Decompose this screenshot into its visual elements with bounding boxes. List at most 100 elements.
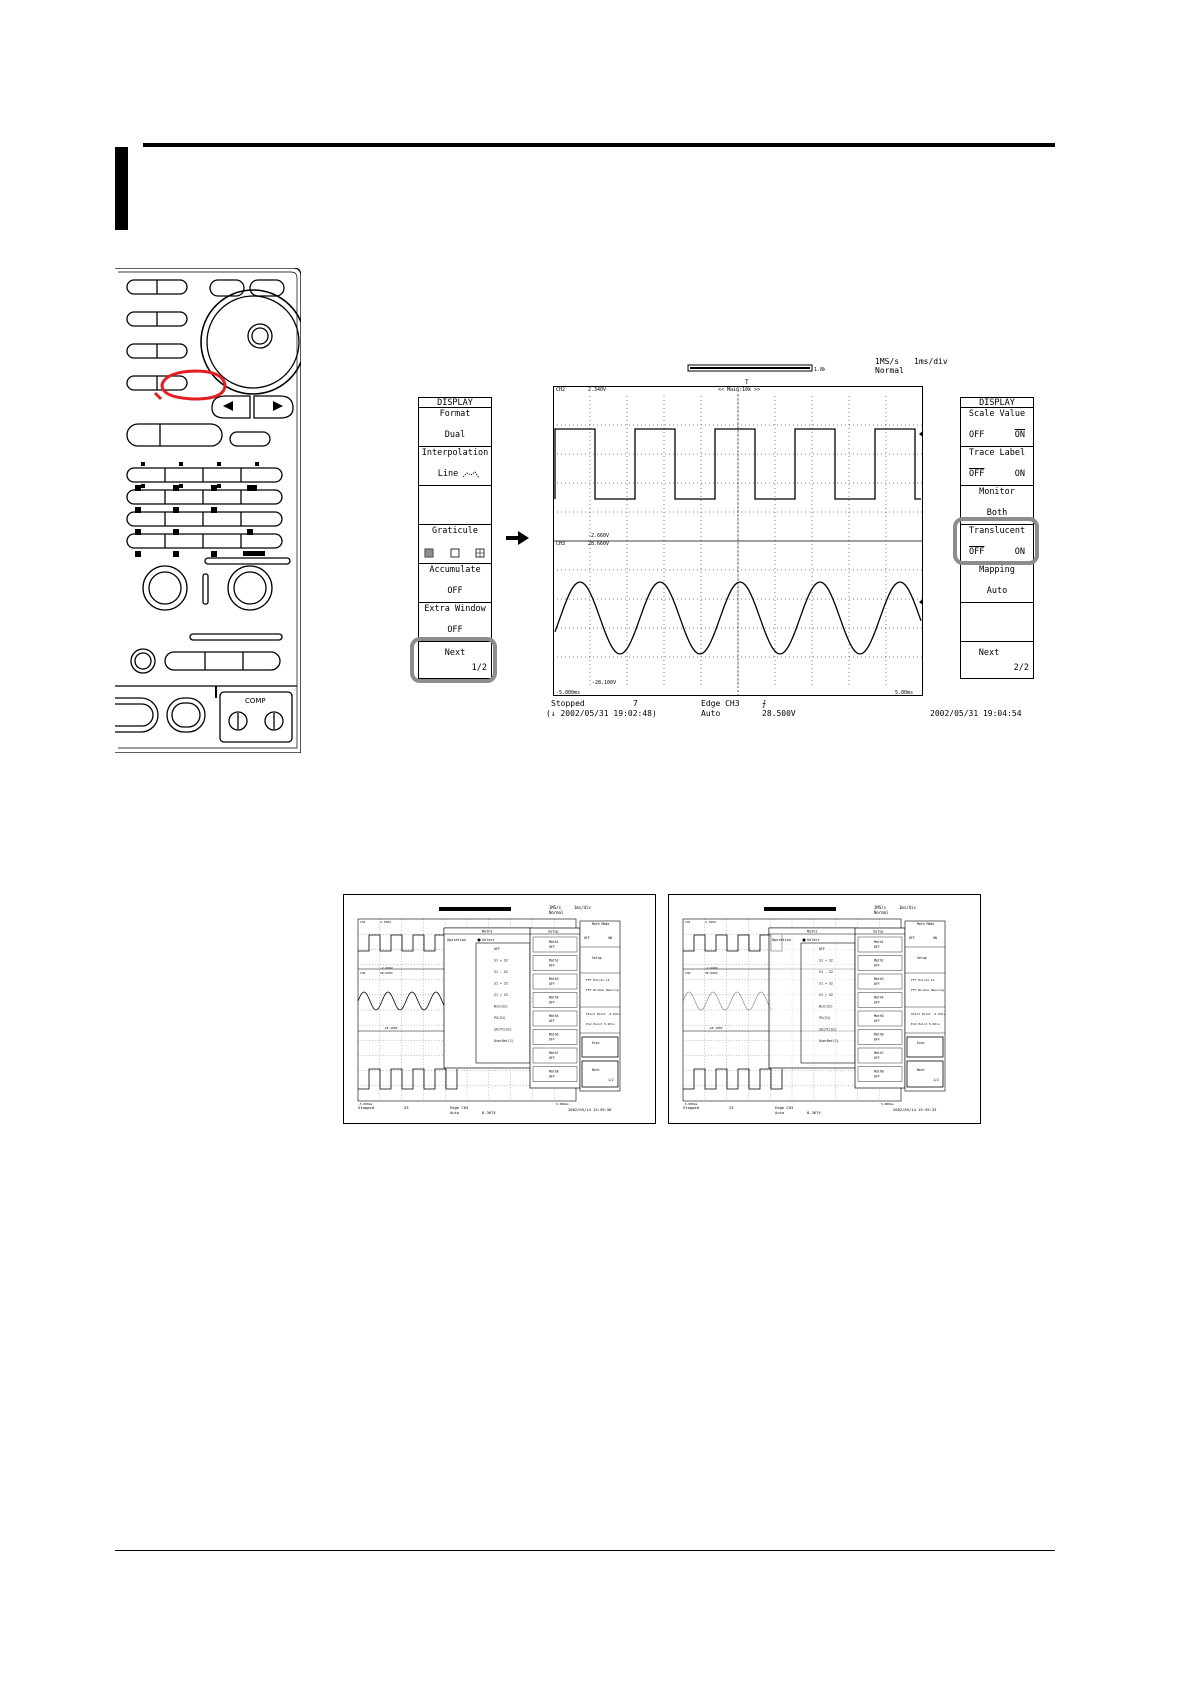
thumb-ch1-value: 2.340V [380, 920, 391, 924]
thumb-sample-rate: 1MS/s [549, 905, 562, 910]
thumb-soft-fft-points: FFT Points 1k [911, 978, 935, 982]
thumb-soft-on: ON [933, 936, 937, 940]
display-menu-page-2: DISPLAY Scale Value OFF ON Trace Label O… [960, 397, 1034, 679]
thumb-x-end: 5.000ms [556, 1102, 569, 1106]
softkey-next-1-2[interactable]: Next 1/2 [444, 648, 487, 673]
thumb-level: 8.367V [482, 1110, 496, 1115]
thumb-ch2-label: CH2 [360, 971, 366, 975]
softkey-graticule[interactable]: Graticule [419, 525, 491, 564]
ch-top-scale-low: -2.660V [588, 533, 610, 539]
thumb-operation-label: Operation [772, 938, 791, 942]
softkey-format[interactable]: Format Dual [419, 408, 491, 447]
softkey-accumulate[interactable]: Accumulate OFF [419, 564, 491, 603]
softkey-trace-label[interactable]: Trace Label OFF ON [961, 447, 1033, 486]
display-menu-page-1: DISPLAY Format Dual Interpolation Line G… [418, 397, 492, 679]
trigger-position-marker: T [745, 379, 749, 386]
thumb-ch2-label: CH2 [685, 971, 691, 975]
thumb-op-item: OFF [494, 947, 500, 951]
thumb-operation-label: Operation [447, 938, 466, 942]
thumb-soft-next: Next [917, 1068, 925, 1072]
thumb-math-state: OFF [874, 1056, 880, 1060]
thumb-math-item: Math2 [549, 959, 559, 963]
acq-status: Stopped [551, 699, 585, 708]
thumb-math-item: Math8 [874, 1070, 884, 1074]
softkey-monitor[interactable]: Monitor Both [961, 486, 1033, 525]
softkey-blank [961, 603, 1033, 642]
menu-title: DISPLAY [961, 398, 1033, 408]
thumb-soft-next: Next [592, 1068, 600, 1072]
thumb-soft-off: OFF [909, 936, 915, 940]
thumb-soft-page: 1/2 [933, 1078, 939, 1082]
softkey-blank [419, 486, 491, 525]
thumb-soft-fft-window: FFT Window Hanning [586, 988, 619, 992]
softkey-scale-value[interactable]: Scale Value OFF ON [961, 408, 1033, 447]
thumb-op-item: S1 - S2 [494, 970, 508, 974]
thumb-math-item: Math7 [874, 1051, 884, 1055]
thumb-math-state: OFF [874, 964, 880, 968]
thumb-ch3-low: -28.100V [708, 1026, 723, 1030]
thumb-op-item: UserDef(1) [819, 1039, 839, 1043]
thumb-math-item: Math6 [549, 1033, 559, 1037]
thumb-math-title: Math1 [807, 930, 818, 934]
thumb-math-item: Math1 [549, 940, 559, 944]
thumb-ch3-low: -28.100V [383, 1026, 398, 1030]
thumb-ch2-value2: 28.660V [705, 971, 718, 975]
acquisition-mode: Normal [875, 366, 904, 375]
trigger-slope-icon: ⨍ [762, 699, 767, 708]
thumb-op-item: UserDef(1) [494, 1039, 514, 1043]
thumb-ch2-value2: 28.660V [380, 971, 393, 975]
thumb-math-item: Math3 [874, 977, 884, 981]
thumb-setup-title: Setup [873, 930, 884, 934]
thumb-soft-start: Start Point -5.0div [586, 1012, 621, 1016]
thumb-x-end: 5.000ms [881, 1102, 894, 1106]
x-axis-start: -5.000ms [556, 690, 581, 696]
time-per-div: 1ms/div [914, 357, 948, 366]
thumb-ch1-label: CH1 [360, 920, 366, 924]
thumb-status: Stopped [683, 1105, 699, 1110]
thumb-op-item: Shift(S1) [819, 1028, 837, 1032]
thumb-math-state: OFF [549, 1075, 555, 1079]
thumb-trigger: Edge CH3 [450, 1105, 468, 1110]
thumb-op-item: S1 - S2 [819, 970, 833, 974]
waveform-display [553, 386, 923, 696]
thumb-select-label: Select [482, 938, 495, 942]
current-time: 2002/05/31 19:04:54 [930, 709, 1022, 718]
thumb-acq-mode: Normal [874, 910, 889, 915]
thumb-math-item: Math2 [874, 959, 884, 963]
softkey-mapping[interactable]: Mapping Auto [961, 564, 1033, 603]
thumb-math-state: OFF [549, 1038, 555, 1042]
ch-top-scale-high: 2.340V [588, 387, 607, 393]
thumb-status: Stopped [358, 1105, 374, 1110]
thumb-acq-mode: Normal [549, 910, 564, 915]
thumb-math-item: Math4 [549, 996, 559, 1000]
thumb-time-div: 1ms/div [574, 905, 591, 910]
thumb-soft-setup: Setup [917, 956, 927, 960]
thumb-math-state: OFF [549, 945, 555, 949]
thumb-math-item: Math4 [874, 996, 884, 1000]
softkey-interpolation[interactable]: Interpolation Line [419, 447, 491, 486]
softkey-next-2-2[interactable]: Next 2/2 [978, 648, 1029, 673]
thumb-soft-end: End Point 5.0div [911, 1022, 940, 1026]
thumb-math-state: OFF [874, 1038, 880, 1042]
thumb-setup-title: Setup [548, 930, 559, 934]
softkey-extra-window[interactable]: Extra Window OFF [419, 603, 491, 642]
sample-rate: 1MS/s [875, 357, 900, 366]
thumb-math-item: Math5 [549, 1014, 559, 1018]
thumb-math-item: Math7 [549, 1051, 559, 1055]
thumb-math-state: OFF [549, 1019, 555, 1023]
start-time: (↓ 2002/05/31 19:02:48) [546, 709, 657, 718]
thumb-math-state: OFF [549, 982, 555, 986]
thumb-op-item: S1 + S2 [819, 959, 833, 963]
thumb-math-state: OFF [549, 1056, 555, 1060]
thumb-soft-exec: Exec [592, 1041, 600, 1045]
footer-rule [115, 1550, 1055, 1551]
thumb-soft-off: OFF [584, 936, 590, 940]
thumb-op-item: S1 + S2 [494, 959, 508, 963]
thumb-ch1-label: CH1 [685, 920, 691, 924]
thumb-op-item: Bin(S1) [819, 1005, 833, 1009]
ch2-square-wave [554, 428, 921, 500]
thumb-math-state: OFF [874, 1019, 880, 1023]
